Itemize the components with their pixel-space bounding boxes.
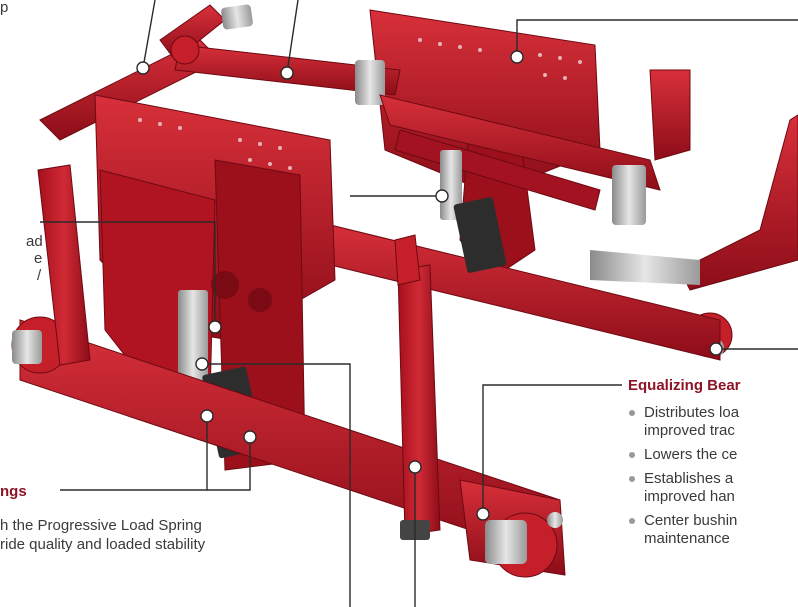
- bullet-line: Distributes loa: [644, 404, 740, 421]
- equalizing-beam-bullet: Distributes loa improved trac: [628, 404, 739, 440]
- bullet-icon: [629, 410, 635, 416]
- bullet-line: Center bushin: [644, 512, 738, 529]
- bullet-icon: [629, 452, 635, 458]
- bullet-icon: [629, 476, 635, 482]
- equalizing-beam-heading: Equalizing Bear: [628, 377, 741, 394]
- equalizing-beam-bullet: Center bushin maintenance: [628, 512, 739, 548]
- left-callout-fragment-3: /: [37, 267, 42, 284]
- bullet-line: improved han: [644, 488, 735, 505]
- bullet-line: Lowers the ce: [644, 446, 738, 463]
- bullet-line: Establishes a: [644, 470, 734, 487]
- left-callout-fragment-1: ad: [26, 233, 43, 250]
- springs-callout-line-2: ride quality and loaded stability: [0, 536, 206, 553]
- equalizing-beam-bullets: Distributes loa improved trac Lowers the…: [628, 404, 739, 554]
- equalizing-beam-bullet: Lowers the ce: [628, 446, 739, 464]
- leader-lines: [40, 0, 798, 607]
- springs-callout-heading: ngs: [0, 483, 27, 500]
- left-callout-fragment-2: e: [34, 250, 43, 267]
- bullet-line: maintenance: [644, 530, 730, 547]
- equalizing-beam-bullet: Establishes a improved han: [628, 470, 739, 506]
- springs-callout-line-1: h the Progressive Load Spring: [0, 517, 202, 534]
- bullet-line: improved trac: [644, 422, 735, 439]
- callout-markers: [136, 50, 723, 521]
- bullet-icon: [629, 518, 635, 524]
- front-hanger-plate: [94, 94, 507, 471]
- upper-torque-rods: [39, 4, 401, 141]
- top-left-callout-fragment: p: [0, 0, 9, 16]
